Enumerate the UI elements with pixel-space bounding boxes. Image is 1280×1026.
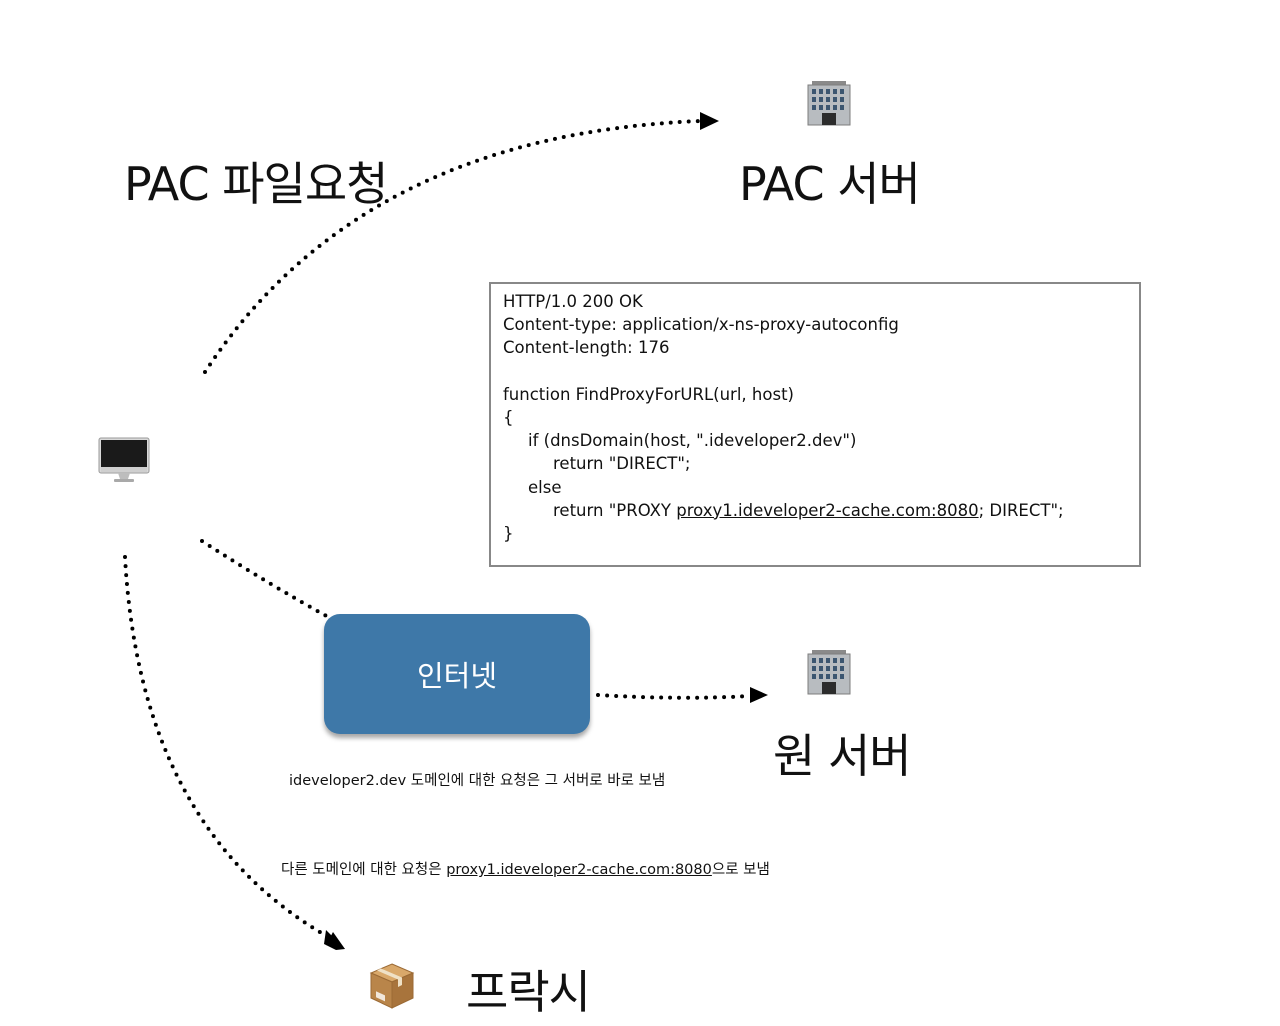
- internet-label: 인터넷: [416, 659, 498, 693]
- proxy-request-note: 다른 도메인에 대한 요청은 proxy1.ideveloper2-cache.…: [281, 858, 770, 879]
- code-return-direct: return "DIRECT";: [553, 454, 691, 474]
- package-icon: [369, 963, 415, 1009]
- code-function-signature: function FindProxyForURL(url, host): [503, 384, 794, 404]
- proxy-address-link[interactable]: proxy1.ideveloper2-cache.com:8080: [676, 500, 979, 520]
- arrowhead-origin-server: [750, 687, 768, 703]
- code-if-condition: if (dnsDomain(host, ".ideveloper2.dev"): [528, 431, 857, 451]
- arrow-to-pac-server: [203, 119, 702, 374]
- internet-node: 인터넷: [324, 614, 590, 734]
- proxy-note-link[interactable]: proxy1.ideveloper2-cache.com:8080: [446, 862, 712, 878]
- arrow-to-internet: [200, 539, 332, 620]
- code-return-proxy-suffix: ; DIRECT";: [978, 500, 1064, 520]
- code-open-brace: {: [503, 407, 514, 427]
- code-content-type: Content-type: application/x-ns-proxy-aut…: [503, 315, 899, 335]
- code-return-proxy: return "PROXY proxy1.ideveloper2-cache.c…: [503, 499, 1127, 522]
- pac-request-label: PAC 파일요청: [124, 157, 388, 211]
- pac-file-content: HTTP/1.0 200 OK Content-type: applicatio…: [489, 282, 1141, 567]
- code-return-proxy-prefix: return "PROXY: [553, 500, 677, 520]
- code-status-line: HTTP/1.0 200 OK: [503, 292, 643, 311]
- computer-icon: [98, 437, 150, 482]
- arrow-to-origin-server: [596, 693, 752, 700]
- arrowhead-pac-server: [700, 112, 719, 130]
- direct-request-note: ideveloper2.dev 도메인에 대한 요청은 그 서버로 바로 보냄: [289, 773, 666, 789]
- proxy-note-prefix: 다른 도메인에 대한 요청은: [281, 862, 447, 878]
- arrow-to-proxy: [123, 555, 332, 940]
- pac-server-label: PAC 서버: [739, 157, 921, 211]
- origin-server-label: 원 서버: [773, 729, 912, 783]
- proxy-note-suffix: 으로 보냄: [711, 862, 770, 878]
- proxy-label: 프락시: [466, 965, 591, 1019]
- code-blank-line: [503, 360, 1127, 383]
- code-close-brace: }: [503, 523, 514, 543]
- code-content-length: Content-length: 176: [503, 338, 670, 358]
- building-icon: [807, 81, 851, 126]
- building-icon: [807, 650, 851, 695]
- code-else: else: [528, 477, 562, 497]
